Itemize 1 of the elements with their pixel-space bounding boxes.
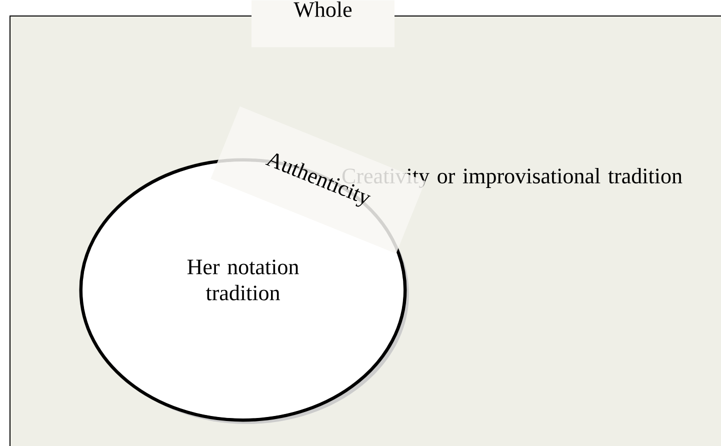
node-label: Whole bbox=[294, 2, 352, 18]
